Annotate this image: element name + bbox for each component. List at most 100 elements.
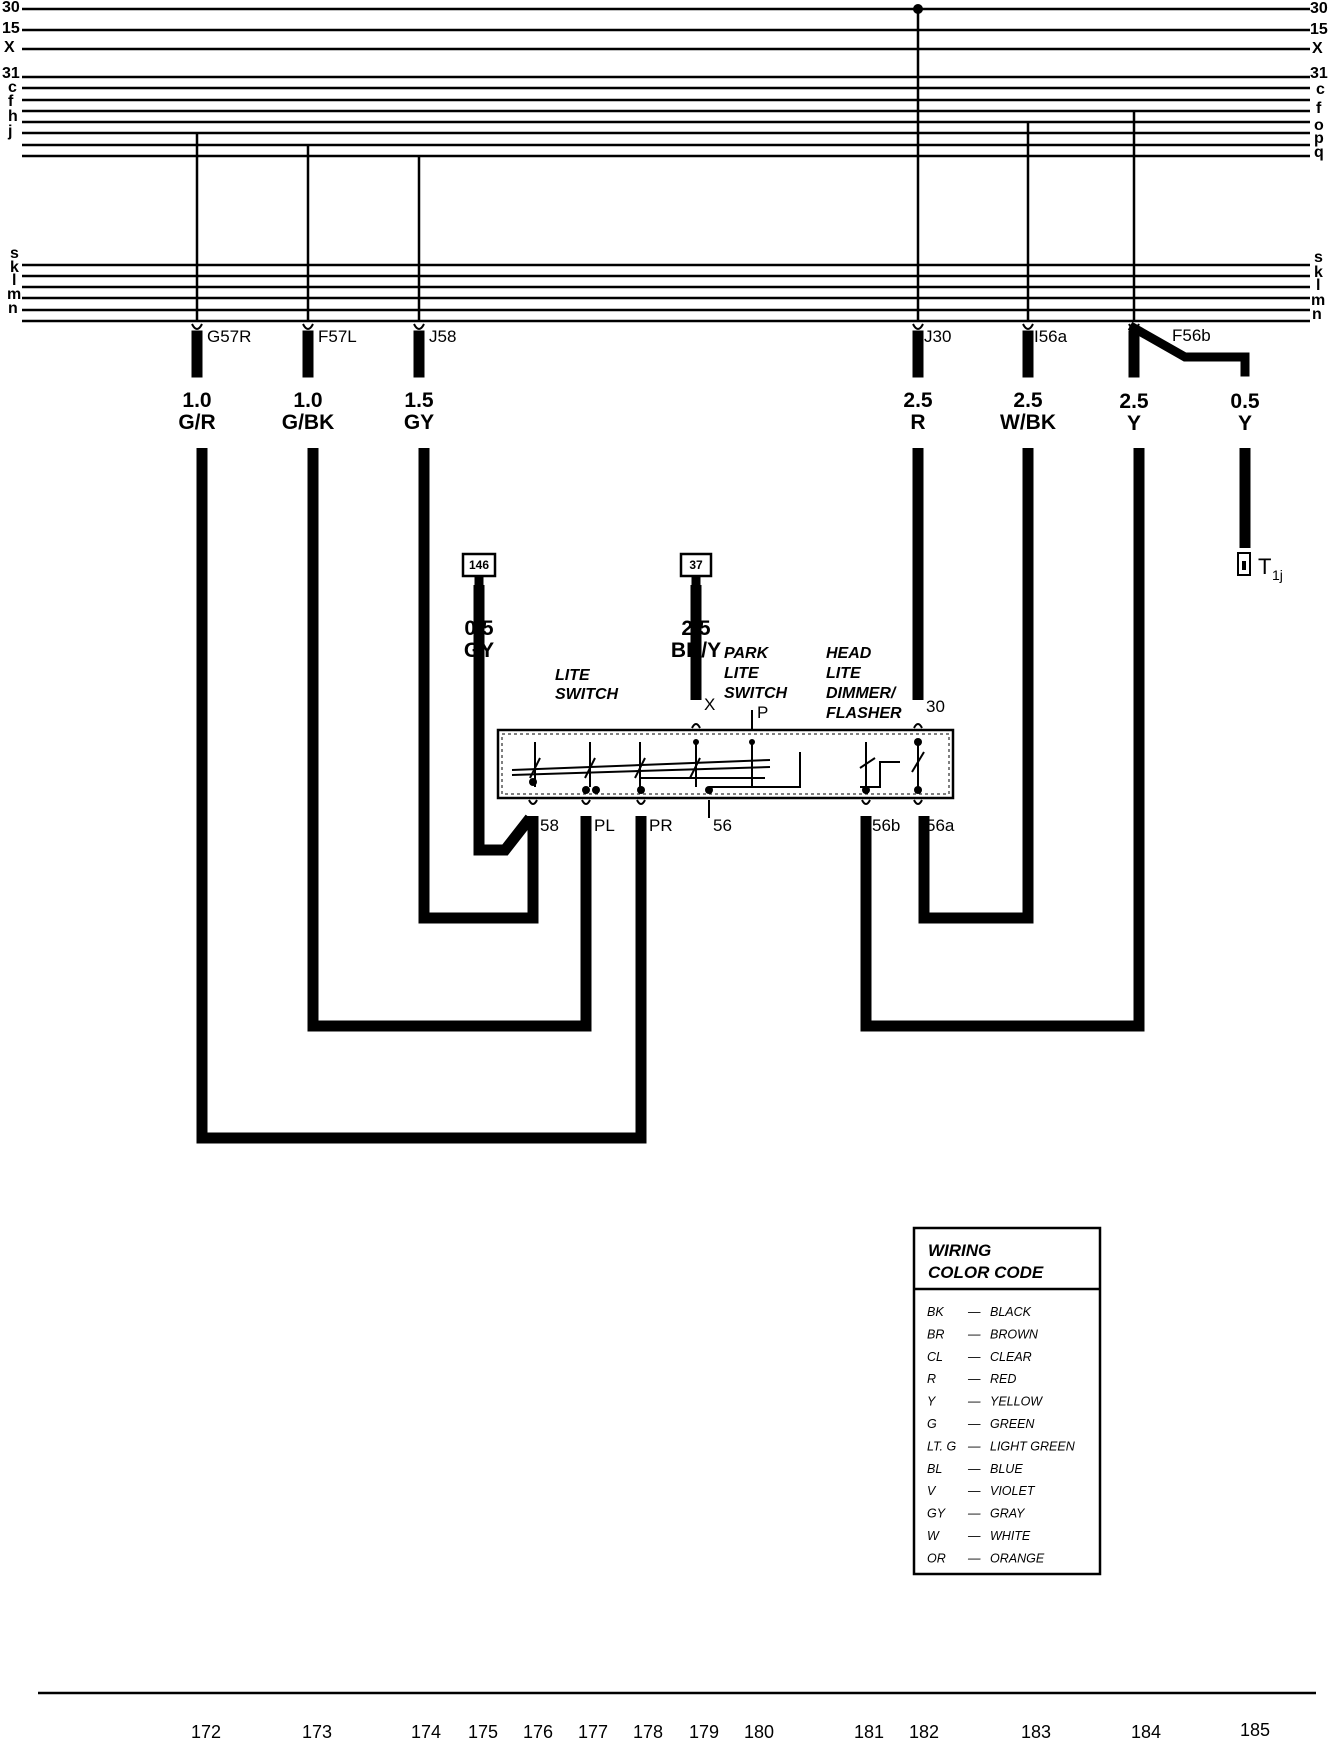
legend-dash: — <box>967 1327 981 1341</box>
terminal-g57r: G57R <box>207 327 251 346</box>
lite-switch-label-1: LITE <box>555 667 591 684</box>
wire-size-6: 2.5 <box>1119 390 1149 413</box>
bus-label-right-f: f <box>1316 100 1322 117</box>
footer-number: 177 <box>578 1722 608 1740</box>
head-lite-label-3: DIMMER/ <box>826 685 897 702</box>
bus-label-right-30: 30 <box>1310 0 1328 17</box>
footer-number: 182 <box>909 1722 939 1740</box>
legend-name: BLUE <box>990 1462 1023 1476</box>
footer-number: 175 <box>468 1722 498 1740</box>
terminal-f56b: F56b <box>1172 326 1211 345</box>
legend-rows: BK—BLACKBR—BROWNCL—CLEARR—REDY—YELLOWG—G… <box>927 1305 1076 1565</box>
bus-label-left-k: k <box>10 259 19 276</box>
legend-title-1: WIRING <box>928 1241 991 1260</box>
lower-bus-lines <box>22 263 1310 323</box>
component-labels: LITE SWITCH PARK LITE SWITCH HEAD LITE D… <box>555 645 902 722</box>
wire-color-2: G/BK <box>282 411 335 434</box>
bus-label-right-l: l <box>1316 277 1320 294</box>
wire-runs <box>196 448 1251 1144</box>
legend-name: WHITE <box>990 1529 1031 1543</box>
bus-label-left-j: j <box>7 123 12 140</box>
bus-label-left-l: l <box>12 272 16 289</box>
wire-size-1: 1.0 <box>182 389 211 412</box>
footer-number: 183 <box>1021 1722 1051 1740</box>
bus-label-right-15: 15 <box>1310 21 1328 38</box>
switch-terminal-p: P <box>757 703 768 722</box>
wire-color-4: R <box>910 411 925 434</box>
switch-terminal-x: X <box>704 695 715 714</box>
legend-code: R <box>927 1372 936 1386</box>
legend-dash: — <box>967 1462 981 1476</box>
bus-label-left-f: f <box>8 93 14 110</box>
footer-number: 180 <box>744 1722 774 1740</box>
legend-name: VIOLET <box>990 1484 1036 1498</box>
legend-name: YELLOW <box>990 1395 1043 1409</box>
footer-number: 178 <box>633 1722 663 1740</box>
footer-number: 174 <box>411 1722 441 1740</box>
legend-title-2: COLOR CODE <box>928 1263 1044 1282</box>
bus-label-right-m: m <box>1311 292 1325 309</box>
wire-labels: 1.0 G/R 1.0 G/BK 1.5 GY 2.5 R 2.5 W/BK 2… <box>178 389 1260 662</box>
bus-label-right-31: 31 <box>1310 65 1328 82</box>
legend-dash: — <box>967 1395 981 1409</box>
legend-dash: — <box>967 1484 981 1498</box>
legend-code: GY <box>927 1507 947 1521</box>
terminal-i56a: I56a <box>1034 327 1068 346</box>
legend-name: LIGHT GREEN <box>990 1439 1076 1453</box>
bus-label-left-n: n <box>8 300 18 317</box>
legend-code: OR <box>927 1551 946 1565</box>
ref-box-146: 146 <box>461 552 497 578</box>
junction-dot-30 <box>913 4 923 14</box>
legend-code: G <box>927 1417 937 1431</box>
wire-color-5: W/BK <box>1000 411 1056 434</box>
wire-color-1: G/R <box>178 411 215 434</box>
footer-number: 179 <box>689 1722 719 1740</box>
legend-name: RED <box>990 1372 1016 1386</box>
bus-label-right-n: n <box>1312 306 1322 323</box>
switch-terminal-56: 56 <box>713 816 732 835</box>
terminal-j30: J30 <box>924 327 951 346</box>
switch-terminal-56a: 56a <box>926 816 955 835</box>
park-lite-switch-label-2: LITE <box>724 665 760 682</box>
ref-box-37: 37 <box>679 552 713 578</box>
wire-size-7: 0.5 <box>1230 390 1260 413</box>
head-lite-label-2: LITE <box>826 665 862 682</box>
head-lite-label-4: FLASHER <box>826 705 902 722</box>
wire-size-2: 1.0 <box>293 389 322 412</box>
bus-label-left-m: m <box>7 286 21 303</box>
legend-code: BK <box>927 1305 944 1319</box>
connector-label: T <box>1258 554 1271 579</box>
switch-terminal-58: 58 <box>540 816 559 835</box>
color-code-legend: WIRING COLOR CODE BK—BLACKBR—BROWNCL—CLE… <box>912 1226 1102 1576</box>
top-bus-left-labels: 30 15 X 31 c f h j <box>2 0 20 140</box>
legend-code: BL <box>927 1462 942 1476</box>
legend-code: CL <box>927 1350 943 1364</box>
footer-number: 172 <box>191 1722 221 1740</box>
bus-label-left-30: 30 <box>2 0 20 16</box>
lower-bus-labels: s k l m n s k l m n <box>7 245 1325 323</box>
bus-label-right-k: k <box>1314 264 1323 281</box>
bus-label-right-s: s <box>1314 249 1323 266</box>
bus-label-left-15: 15 <box>2 20 20 37</box>
bus-label-right-q: q <box>1314 144 1324 161</box>
switch-terminal-pl: PL <box>594 816 615 835</box>
legend-name: GREEN <box>990 1417 1035 1431</box>
park-lite-switch-label-3: SWITCH <box>724 685 788 702</box>
bus-label-right-p: p <box>1314 130 1324 147</box>
bus-terminal-labels: G57R F57L J58 J30 I56a F56b <box>207 326 1211 346</box>
top-bus-right-labels: 30 15 X 31 c f o p q <box>1310 0 1328 161</box>
bus-label-left-x: X <box>4 39 15 56</box>
bus-label-left-31: 31 <box>2 65 20 82</box>
legend-dash: — <box>967 1507 981 1521</box>
bus-label-left-s: s <box>10 245 19 262</box>
bus-label-right-x: X <box>1312 40 1323 57</box>
wire-size-5: 2.5 <box>1013 389 1043 412</box>
lite-switch-label-2: SWITCH <box>555 686 619 703</box>
head-lite-label-1: HEAD <box>826 645 872 662</box>
connector-sub: 1j <box>1272 567 1283 583</box>
wire-size-3: 1.5 <box>404 389 434 412</box>
switch-assembly <box>496 710 955 818</box>
legend-code: V <box>927 1484 937 1498</box>
wire-size-4: 2.5 <box>903 389 933 412</box>
